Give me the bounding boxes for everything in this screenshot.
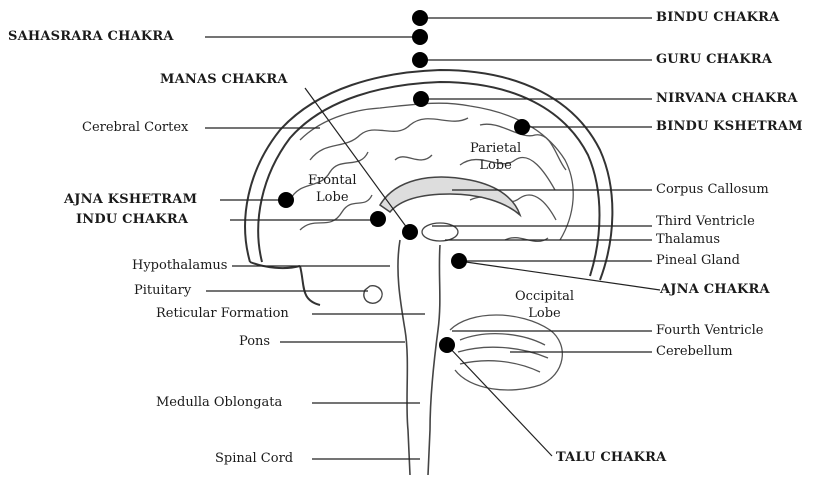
region-parietal-lobe: Parietal Lobe <box>470 140 521 174</box>
pituitary-shape <box>364 286 382 304</box>
label-cerebellum: Cerebellum <box>656 344 733 360</box>
label-reticular-formation: Reticular Formation <box>156 306 289 322</box>
label-talu: TALU CHAKRA <box>556 450 666 466</box>
label-ajna: AJNA CHAKRA <box>660 282 770 298</box>
dot-indu <box>370 211 386 227</box>
label-bindu-kshetram: BINDU KSHETRAM <box>656 119 803 135</box>
brainstem <box>398 240 440 475</box>
label-nirvana: NIRVANA CHAKRA <box>656 91 798 107</box>
label-bindu: BINDU CHAKRA <box>656 10 779 26</box>
region-parietal-text: Parietal Lobe <box>470 141 521 173</box>
label-cerebral-cortex: Cerebral Cortex <box>82 120 188 136</box>
label-fourth-ventricle: Fourth Ventricle <box>656 323 763 339</box>
dot-ajna-kshetram <box>278 192 294 208</box>
dot-manas <box>402 224 418 240</box>
label-thalamus: Thalamus <box>656 232 720 248</box>
dot-bindu <box>412 10 428 26</box>
dot-guru <box>412 52 428 68</box>
label-guru: GURU CHAKRA <box>656 52 772 68</box>
label-corpus-callosum: Corpus Callosum <box>656 182 769 198</box>
label-medulla-oblongata: Medulla Oblongata <box>156 395 282 411</box>
label-manas: MANAS CHAKRA <box>160 72 288 88</box>
region-occipital-lobe: Occipital Lobe <box>515 288 574 322</box>
label-pineal-gland: Pineal Gland <box>656 253 740 269</box>
label-third-ventricle: Third Ventricle <box>656 214 755 230</box>
label-sahasrara: SAHASRARA CHAKRA <box>8 29 174 45</box>
label-pons: Pons <box>239 334 270 350</box>
label-hypothalamus: Hypothalamus <box>132 258 227 274</box>
corpus-callosum-shape <box>380 177 520 215</box>
dot-bindu-kshetram <box>514 119 530 135</box>
dot-nirvana <box>413 91 429 107</box>
label-spinal-cord: Spinal Cord <box>215 451 293 467</box>
label-indu: INDU CHAKRA <box>76 212 188 228</box>
dot-talu <box>439 337 455 353</box>
label-ajna-kshetram: AJNA KSHETRAM <box>64 192 197 208</box>
dot-ajna <box>451 253 467 269</box>
label-pituitary: Pituitary <box>134 283 191 299</box>
dot-sahasrara <box>412 29 428 45</box>
region-occipital-text: Occipital Lobe <box>515 289 574 321</box>
region-frontal-lobe: Frontal Lobe <box>308 172 357 206</box>
region-frontal-text: Frontal Lobe <box>308 173 357 205</box>
